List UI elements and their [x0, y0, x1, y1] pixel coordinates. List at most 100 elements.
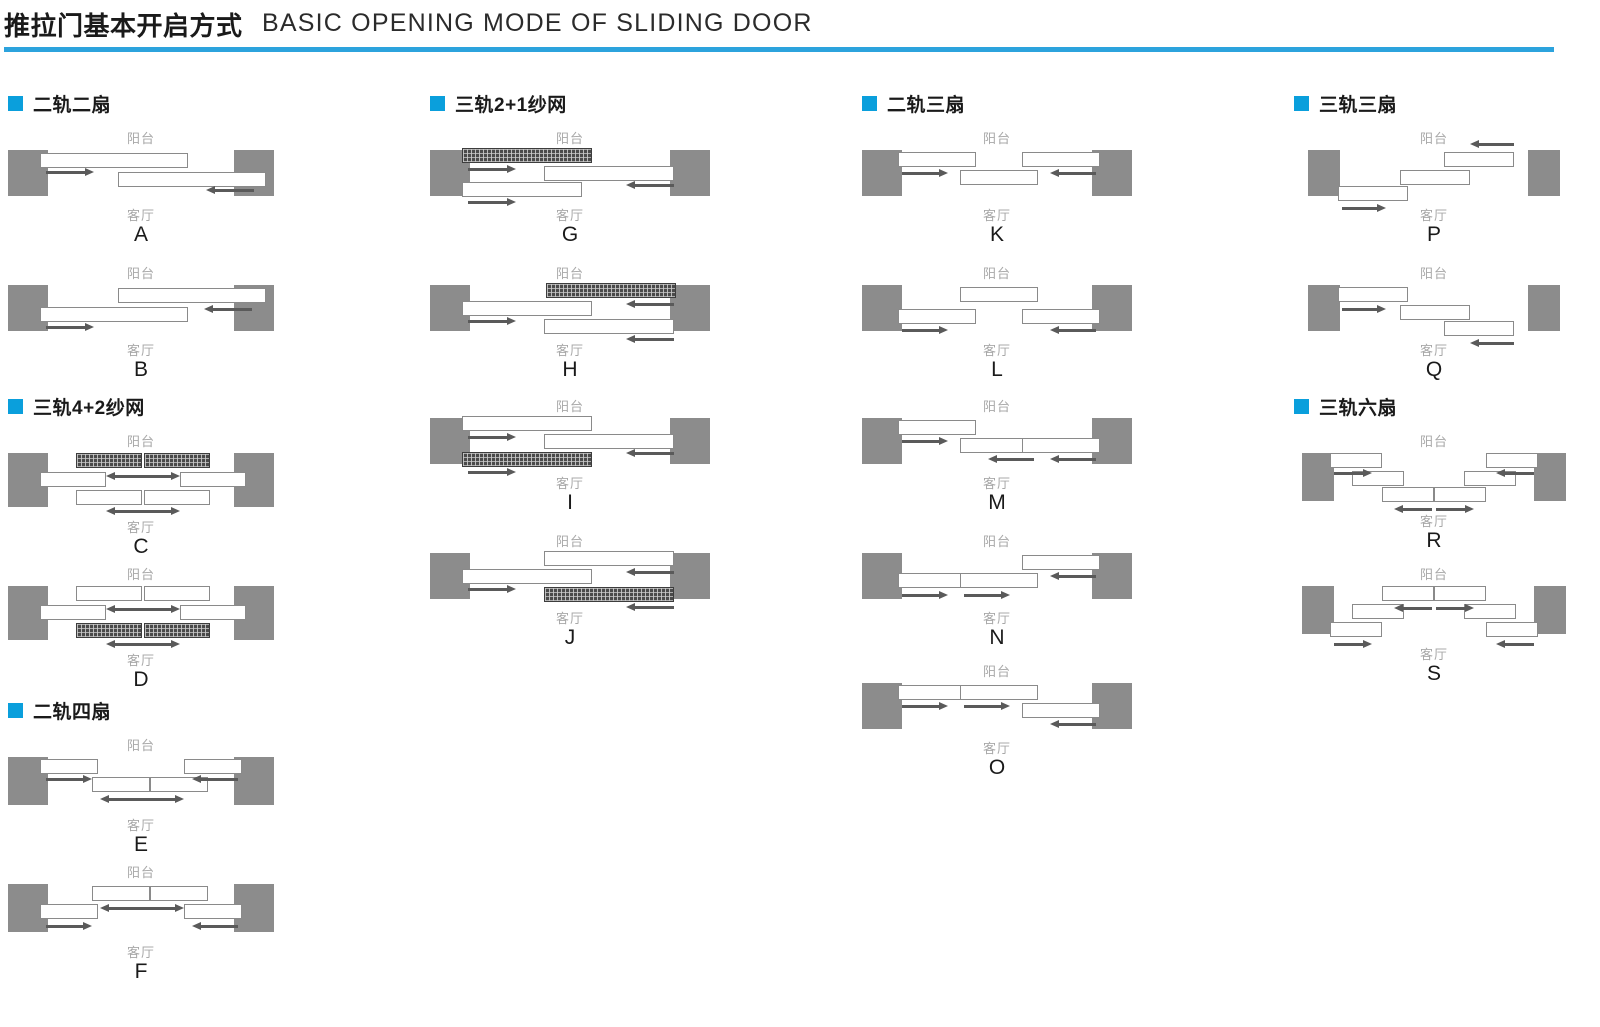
arrow-shaft	[1436, 508, 1466, 511]
section-heading-s1: 二轨二扇	[8, 90, 111, 117]
arrow-head	[507, 585, 516, 593]
slide-direction-arrow-right	[902, 326, 948, 335]
zone-label-living-room: 客厅	[126, 520, 155, 535]
slide-direction-arrow-left	[206, 186, 254, 195]
door-panel	[40, 605, 106, 620]
mesh-screen-panel	[144, 453, 210, 468]
slide-direction-arrow-right	[468, 165, 516, 174]
slide-direction-arrow-left	[1496, 640, 1534, 649]
section-heading-s7: 三轨六扇	[1294, 393, 1397, 420]
wall-block	[862, 150, 902, 196]
slide-direction-arrow-left	[100, 904, 144, 913]
diagram-stage	[862, 128, 1132, 223]
zone-label-living-room: 客厅	[126, 653, 155, 668]
diagram-stage	[8, 263, 274, 358]
arrow-head	[85, 323, 94, 331]
diagram-letter-label: S	[1426, 662, 1441, 685]
slide-direction-arrow-right	[902, 591, 948, 600]
arrow-shaft	[1478, 143, 1514, 146]
arrow-head	[175, 795, 184, 803]
door-panel	[144, 490, 210, 505]
arrow-head	[626, 603, 635, 611]
slide-direction-arrow-left	[1470, 339, 1514, 348]
zone-label-balcony: 阳台	[555, 266, 584, 281]
page-title-cn: 推拉门基本开启方式	[4, 11, 243, 41]
slide-direction-arrow-left	[1050, 326, 1096, 335]
arrow-shaft	[214, 189, 254, 192]
zone-label-balcony: 阳台	[1419, 434, 1448, 449]
zone-label-living-room: 客厅	[555, 208, 584, 223]
arrow-shaft	[1504, 643, 1534, 646]
slide-direction-arrow-left	[626, 603, 674, 612]
arrow-shaft	[468, 320, 508, 323]
section-heading-s2: 三轨4+2纱网	[8, 393, 145, 420]
wall-block	[670, 418, 710, 464]
slide-direction-arrow-left	[626, 181, 674, 190]
diagram-letter-label: D	[133, 668, 149, 691]
diagram-stage	[8, 862, 274, 960]
door-panel	[462, 569, 592, 584]
slide-direction-arrow-right	[1436, 505, 1474, 514]
zone-label-balcony: 阳台	[1419, 131, 1448, 146]
diagram-letter-label: F	[134, 960, 148, 983]
wall-block	[862, 418, 902, 464]
arrow-shaft	[634, 184, 674, 187]
arrow-shaft	[634, 338, 674, 341]
wall-block	[862, 683, 902, 729]
zone-label-balcony: 阳台	[982, 664, 1011, 679]
arrow-shaft	[1478, 342, 1514, 345]
arrow-shaft	[996, 458, 1034, 461]
zone-label-living-room: 客厅	[982, 476, 1011, 491]
arrow-head	[1050, 455, 1059, 463]
door-panel	[898, 152, 976, 167]
zone-label-balcony: 阳台	[982, 131, 1011, 146]
door-panel	[1330, 622, 1382, 637]
door-panel	[184, 759, 242, 774]
zone-label-balcony: 阳台	[555, 534, 584, 549]
slide-direction-arrow-right	[140, 904, 184, 913]
zone-label-living-room: 客厅	[126, 343, 155, 358]
zone-label-balcony: 阳台	[126, 266, 155, 281]
page-title-en: BASIC OPENING MODE OF SLIDING DOOR	[262, 9, 813, 37]
zone-label-living-room: 客厅	[982, 611, 1011, 626]
wall-block	[862, 285, 902, 331]
arrow-shaft	[200, 925, 238, 928]
arrow-shaft	[1334, 472, 1364, 475]
arrow-shaft	[140, 798, 176, 801]
arrow-shaft	[468, 201, 508, 204]
slide-direction-arrow-left	[1050, 572, 1096, 581]
slide-direction-arrow-right	[468, 585, 516, 594]
section-label: 三轨2+1纱网	[455, 95, 567, 116]
door-panel	[544, 319, 674, 334]
arrow-shaft	[108, 798, 144, 801]
arrow-head	[85, 168, 94, 176]
zone-label-balcony: 阳台	[126, 865, 155, 880]
door-panel	[1022, 703, 1100, 718]
door-panel	[118, 172, 266, 187]
diagram-stage	[862, 661, 1132, 756]
arrow-head	[626, 449, 635, 457]
arrow-shaft	[114, 475, 148, 478]
diagram-stage	[430, 396, 710, 491]
section-heading-s4: 三轨2+1纱网	[430, 90, 567, 117]
door-panel	[1444, 152, 1514, 167]
arrow-shaft	[964, 594, 1002, 597]
arrow-shaft	[138, 475, 172, 478]
arrow-head	[1394, 604, 1403, 612]
arrow-shaft	[114, 510, 148, 513]
diagram-stage	[1294, 564, 1574, 662]
door-panel	[1400, 170, 1470, 185]
slide-direction-arrow-left	[204, 305, 252, 314]
wall-block	[862, 553, 902, 599]
mesh-screen-panel	[546, 283, 676, 298]
zone-label-balcony: 阳台	[1419, 266, 1448, 281]
section-label: 二轨四扇	[33, 702, 112, 723]
arrow-head	[171, 640, 180, 648]
door-panel	[1022, 438, 1100, 453]
arrow-head	[1465, 604, 1474, 612]
door-panel	[1352, 604, 1404, 619]
